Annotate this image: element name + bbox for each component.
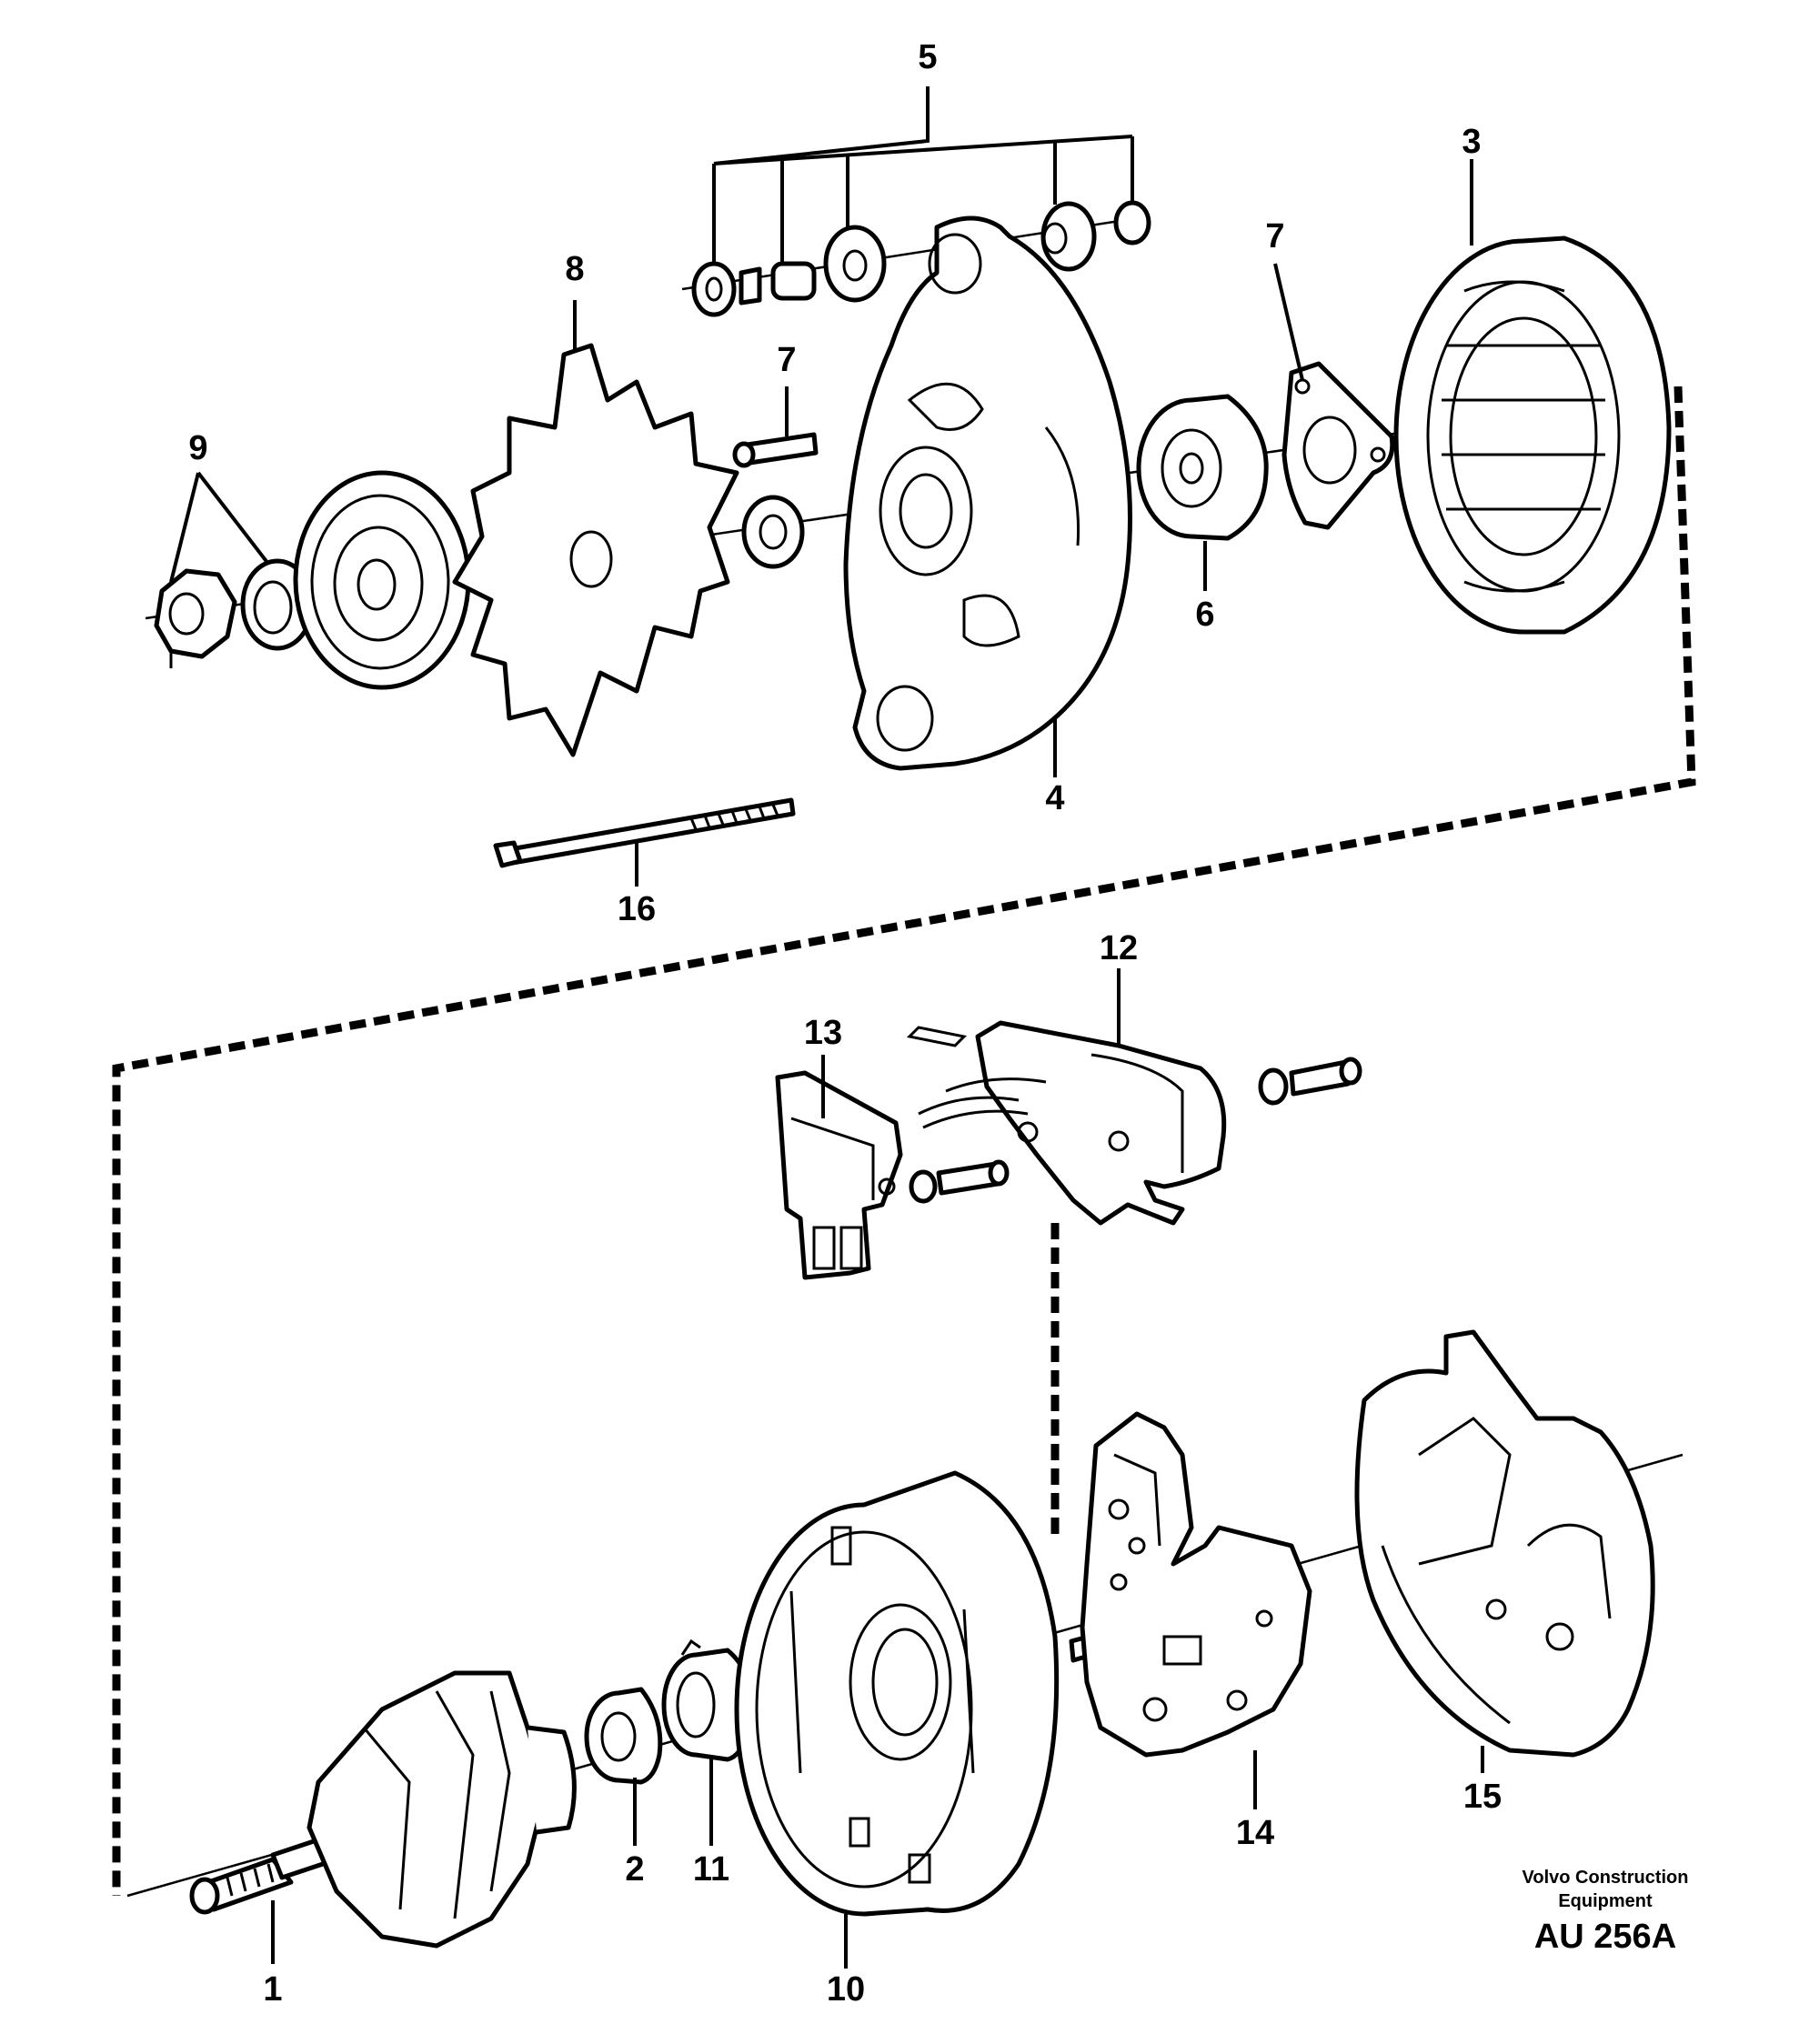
washer-7a: [741, 495, 805, 569]
label-13: 13: [804, 1014, 842, 1052]
fan-8: [452, 343, 739, 757]
label-11: 11: [693, 1850, 729, 1889]
label-7-bracket-plate: 7: [1265, 217, 1284, 256]
cover-15: [1354, 1329, 1655, 1758]
rectifier-14: [1080, 1411, 1312, 1758]
label-4: 4: [1045, 779, 1064, 817]
screw-13: [909, 1159, 1010, 1204]
label-16: 16: [618, 890, 656, 928]
leader-lines: [169, 86, 1484, 1969]
screw-set-5: [691, 200, 1151, 317]
label-8: 8: [565, 250, 584, 288]
label-2: 2: [625, 1850, 644, 1889]
label-6: 6: [1195, 596, 1214, 634]
retaining-plate-7b: [1281, 361, 1395, 530]
label-9: 9: [188, 429, 207, 467]
bearing-6: [1136, 394, 1269, 541]
rotor-1: [189, 1670, 577, 1949]
drawing-code: AU 256A: [1534, 1918, 1676, 1956]
label-12: 12: [1100, 929, 1138, 967]
label-14: 14: [1236, 1814, 1274, 1852]
label-3: 3: [1462, 123, 1481, 161]
connector-13: [775, 1070, 903, 1280]
regulator-12: [906, 1020, 1227, 1226]
assembly-dashed-guide: [112, 386, 1696, 1896]
bearing-2: [584, 1687, 663, 1785]
brand-line-2: Equipment: [1558, 1891, 1653, 1911]
drive-end-bracket-4: [843, 215, 1132, 771]
label-1: 1: [263, 1970, 282, 2009]
through-bolt-16: [493, 797, 796, 868]
label-15: 15: [1463, 1778, 1502, 1816]
nut-9: [154, 568, 237, 668]
pulley: [293, 470, 471, 690]
label-5: 5: [918, 38, 937, 76]
brand-line-1: Volvo Construction: [1523, 1868, 1689, 1888]
slip-ring-housing-10: [734, 1470, 1060, 1917]
stator-3: [1393, 235, 1672, 635]
label-10: 10: [827, 1970, 865, 2009]
screw-7a: [732, 432, 819, 468]
screw-12: [1258, 1057, 1362, 1106]
label-7-screw: 7: [777, 341, 796, 379]
